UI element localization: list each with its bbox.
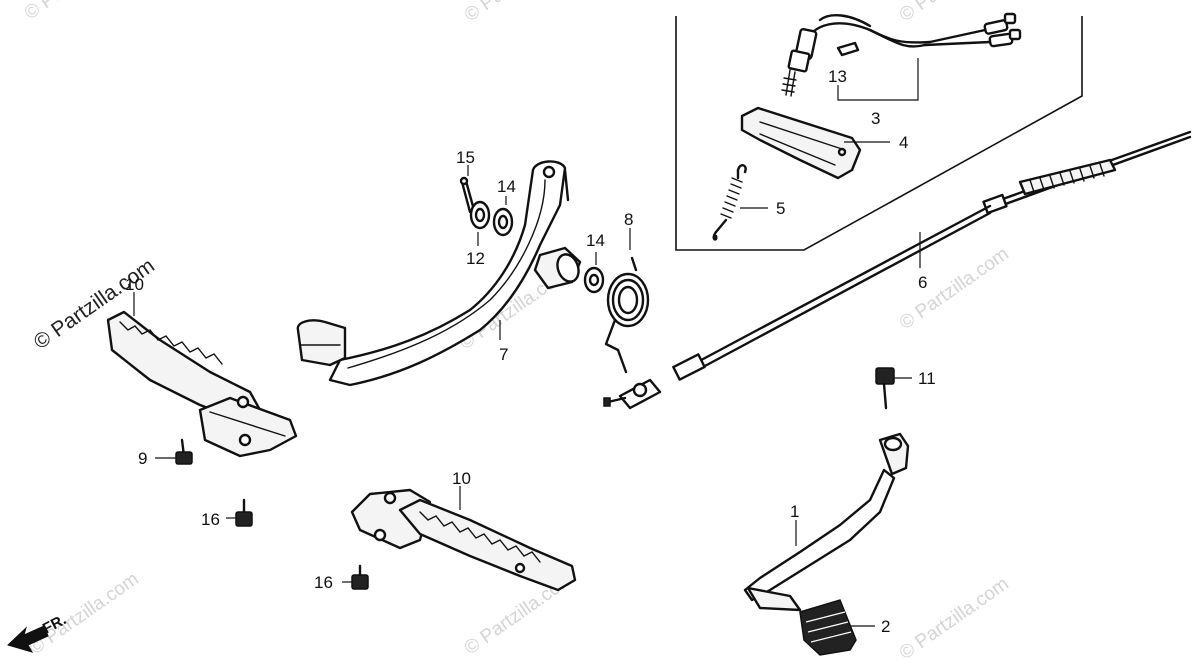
part-12-washer	[469, 200, 491, 230]
callout-15: 15	[456, 148, 475, 167]
watermark: © Partzilla.com	[26, 568, 143, 659]
part-7-brake-pedal	[296, 160, 582, 387]
callout-9: 9	[138, 449, 147, 468]
callout-3: 3	[871, 109, 880, 128]
callout-14b: 14	[586, 231, 605, 250]
callout-7: 7	[499, 345, 508, 364]
callout-6: 6	[918, 273, 927, 292]
callout-14a: 14	[497, 177, 516, 196]
callout-12: 12	[466, 249, 485, 268]
callouts: 13 3 4 5 6 15 14 12 14 8 7 10 9 16 10 16…	[125, 67, 936, 636]
part-1-kickstarter-arm	[743, 432, 910, 612]
part-16-bolt	[235, 498, 253, 527]
part-11-bolt	[875, 367, 895, 410]
part-10-footpeg-left	[106, 310, 298, 458]
watermark: © Partzilla.com	[461, 0, 578, 26]
callout-5: 5	[776, 199, 785, 218]
callout-2: 2	[881, 617, 890, 636]
leader-lines	[133, 141, 921, 627]
callout-16b: 16	[314, 573, 333, 592]
callout-11: 11	[918, 369, 936, 388]
callout-4: 4	[899, 133, 908, 152]
part-3-brake-switch	[781, 12, 1022, 97]
watermark: © Partzilla.com	[21, 0, 138, 24]
part-8-torsion-spring	[604, 256, 650, 374]
leader-3	[837, 58, 919, 101]
part-14-washer	[492, 207, 514, 237]
callout-16a: 16	[201, 510, 220, 529]
part-16-bolt	[351, 564, 369, 590]
part-9-bolt	[175, 438, 193, 465]
part-6-brake-cable	[603, 130, 1192, 410]
callout-10b: 10	[452, 469, 471, 488]
sub-assembly-box	[675, 16, 1083, 251]
watermark: © Partzilla.com	[896, 243, 1013, 334]
watermark: © Partzilla.com	[896, 573, 1013, 664]
callout-1: 1	[790, 502, 799, 521]
part-5-return-spring	[712, 164, 747, 241]
part-10-footpeg-center	[350, 488, 577, 592]
callout-10a: 10	[125, 275, 144, 294]
part-4-switch-bracket	[740, 106, 862, 180]
callout-13: 13	[828, 67, 847, 86]
part-2-rubber-grip	[799, 599, 857, 656]
part-13-clip	[836, 41, 860, 57]
part-14-washer	[583, 266, 605, 294]
callout-8: 8	[624, 210, 633, 229]
